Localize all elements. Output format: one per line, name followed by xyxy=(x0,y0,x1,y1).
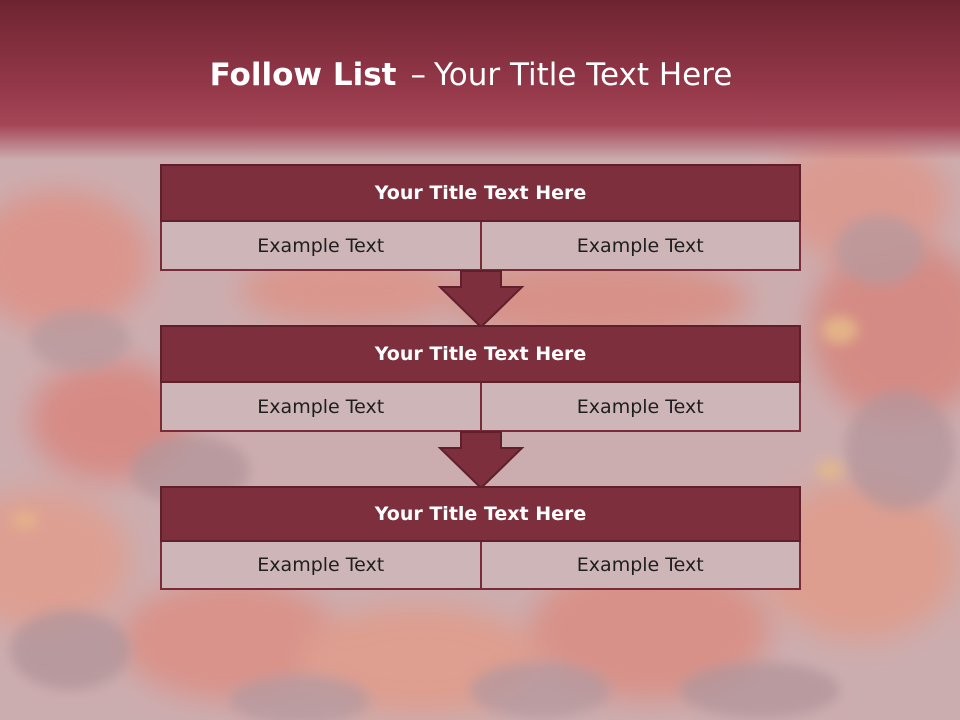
block-row: Example Text Example Text xyxy=(160,542,801,590)
block-title: Your Title Text Here xyxy=(160,486,801,542)
list-block-2: Your Title Text Here Example Text Exampl… xyxy=(160,325,801,432)
title-bar xyxy=(0,0,960,160)
block-row: Example Text Example Text xyxy=(160,222,801,271)
block-cell-left: Example Text xyxy=(160,222,482,271)
slide-title: Follow List–Your Title Text Here xyxy=(0,52,942,98)
block-title: Your Title Text Here xyxy=(160,325,801,383)
down-arrow-icon xyxy=(437,270,525,329)
block-cell-right: Example Text xyxy=(481,222,801,271)
down-arrow-icon xyxy=(437,431,525,490)
slide-title-rest: Your Title Text Here xyxy=(433,57,733,93)
block-cell-right: Example Text xyxy=(481,383,801,432)
block-title: Your Title Text Here xyxy=(160,164,801,222)
list-block-3: Your Title Text Here Example Text Exampl… xyxy=(160,486,801,590)
block-row: Example Text Example Text xyxy=(160,383,801,432)
slide-title-bold: Follow List xyxy=(209,57,397,93)
block-cell-left: Example Text xyxy=(160,542,482,590)
list-block-1: Your Title Text Here Example Text Exampl… xyxy=(160,164,801,271)
block-cell-left: Example Text xyxy=(160,383,482,432)
block-cell-right: Example Text xyxy=(481,542,801,590)
slide-title-dash: – xyxy=(410,57,426,93)
